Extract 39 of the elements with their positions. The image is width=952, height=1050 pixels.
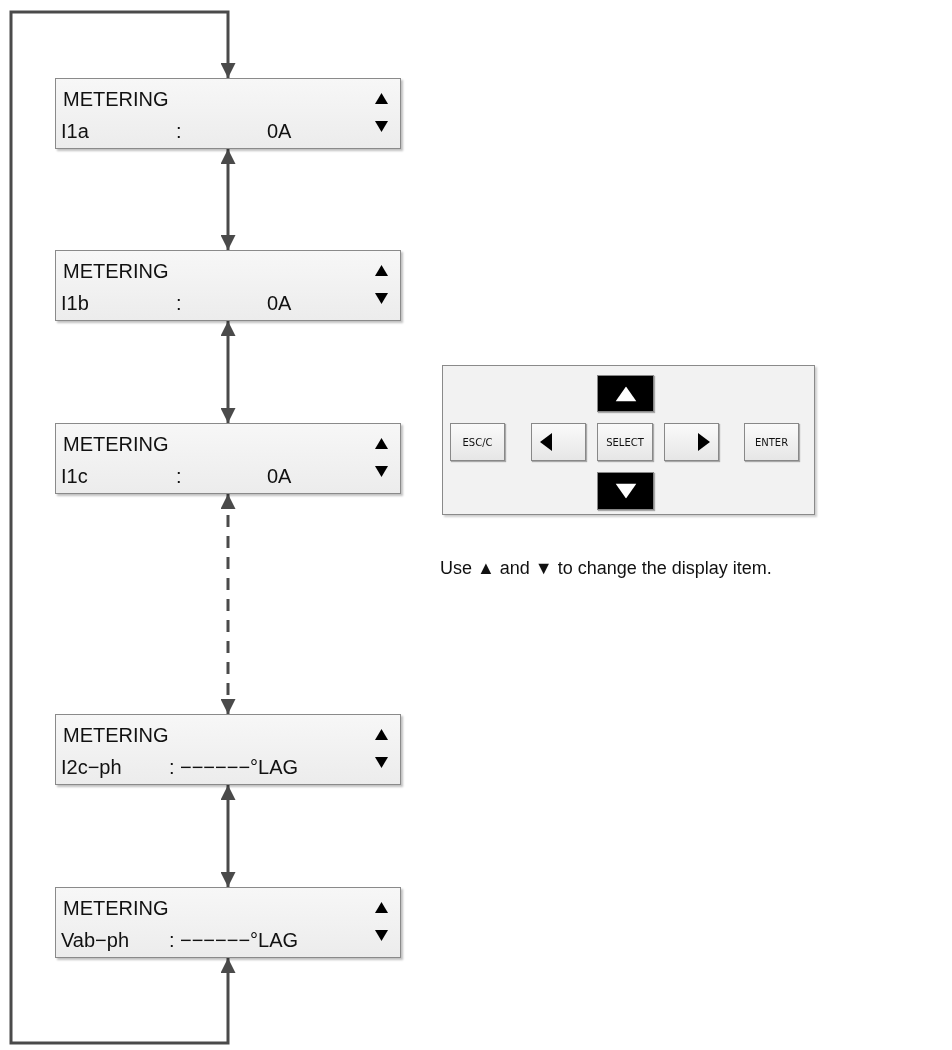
- arrow: [9, 10, 236, 1045]
- arrow: [220, 494, 236, 714]
- screen-reading: :: [169, 928, 175, 952]
- display-screen: [55, 714, 401, 785]
- screen-reading: 0A: [267, 291, 292, 315]
- display-screen: [55, 423, 401, 494]
- screen-reading: 0A: [267, 464, 292, 488]
- down-key: [597, 472, 654, 510]
- up-key: [597, 375, 654, 412]
- screen-reading: :: [176, 291, 182, 315]
- screen-reading: :: [176, 119, 182, 143]
- screen-title: METERING: [63, 432, 169, 456]
- keypad-panel: [442, 365, 815, 515]
- screen-title: METERING: [63, 896, 169, 920]
- display-screen: [55, 250, 401, 321]
- screen-reading: I1c: [61, 464, 88, 488]
- key-button: ESC/C: [450, 423, 505, 461]
- right-key: [664, 423, 719, 461]
- screen-reading: I1a: [61, 119, 89, 143]
- screen-reading: −−−−−−°LAG: [180, 928, 299, 952]
- screen-reading: 0A: [267, 119, 292, 143]
- arrow: [220, 785, 236, 887]
- display-screen: [55, 78, 401, 149]
- instruction-text: Use ▲ and ▼ to change the display item.: [440, 558, 772, 579]
- display-screen: [55, 887, 401, 958]
- screen-title: METERING: [63, 723, 169, 747]
- screen-reading: −−−−−−°LAG: [180, 755, 299, 779]
- left-key: [531, 423, 586, 461]
- screen-reading: :: [176, 464, 182, 488]
- screen-reading: :: [169, 755, 175, 779]
- key-button: ENTER: [744, 423, 799, 461]
- arrow: [220, 149, 236, 250]
- screen-reading: I1b: [61, 291, 89, 315]
- screen-reading: Vab−ph: [61, 928, 130, 952]
- key-button: SELECT: [597, 423, 653, 461]
- screen-reading: I2c−ph: [61, 755, 122, 779]
- arrow: [220, 321, 236, 423]
- screen-title: METERING: [63, 87, 169, 111]
- screen-title: METERING: [63, 259, 169, 283]
